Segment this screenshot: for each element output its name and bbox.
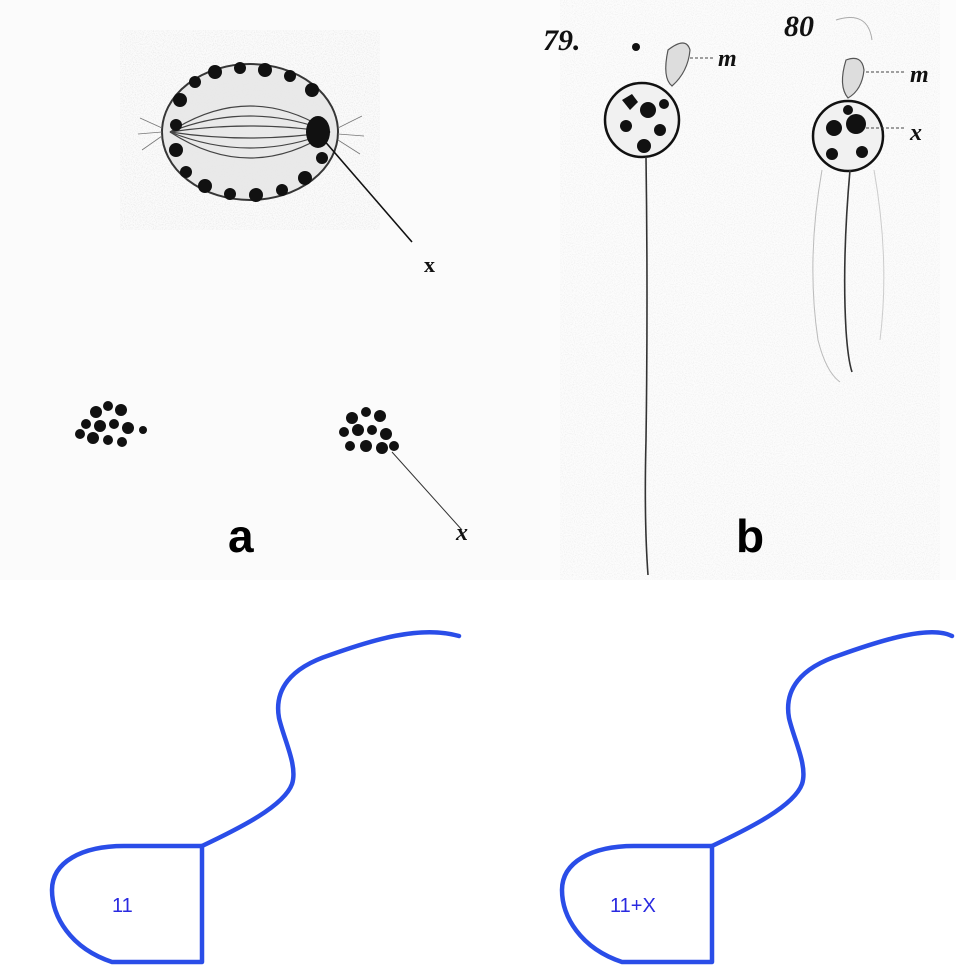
sperm-schematic-left: 11 bbox=[52, 632, 459, 962]
label-m-79: m bbox=[718, 46, 737, 72]
sperm-outline-right bbox=[712, 632, 952, 846]
panel-letter-b: b bbox=[736, 510, 764, 562]
sperm-schematic-right: 11+X bbox=[562, 632, 952, 962]
label-x-80: x bbox=[909, 120, 922, 146]
sperm-label-left: 11 bbox=[112, 895, 133, 917]
panel-b: 79. 80 m bbox=[540, 0, 956, 580]
label-x-upper: x bbox=[424, 252, 435, 277]
panel-a: x x a bbox=[0, 0, 540, 580]
label-x-lower: x bbox=[455, 520, 468, 546]
panel-letter-a: a bbox=[228, 510, 254, 562]
sperm-outline-left bbox=[202, 632, 459, 846]
figure-number-80: 80 bbox=[784, 10, 814, 43]
figure-number-79: 79. bbox=[543, 24, 581, 57]
label-m-80: m bbox=[910, 62, 929, 88]
sperm-label-right: 11+X bbox=[610, 895, 656, 917]
